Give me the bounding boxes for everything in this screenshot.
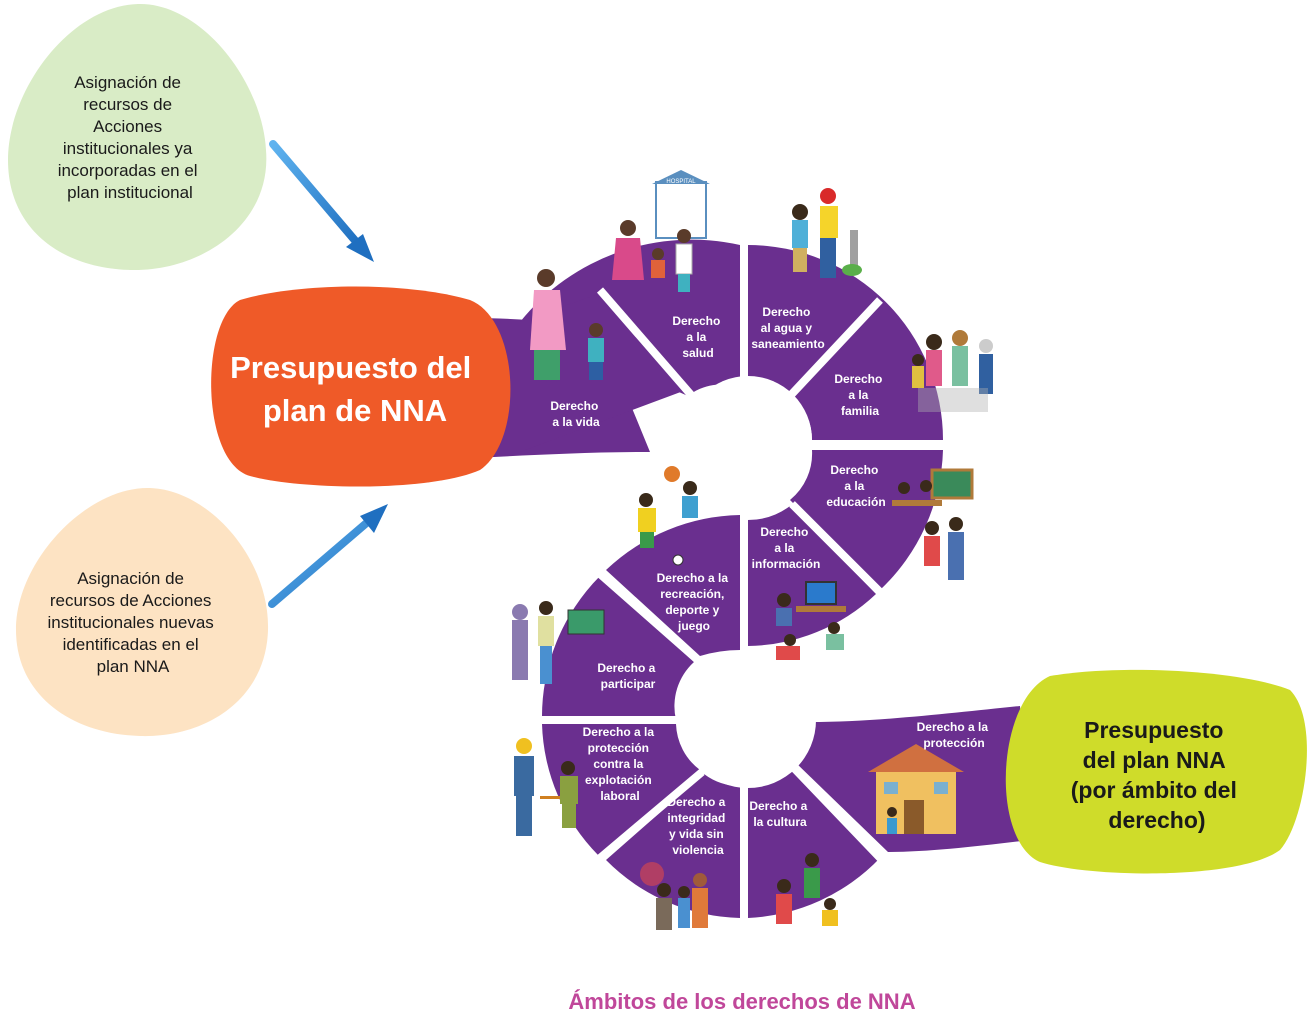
explotacion-l2: protección [588, 741, 649, 755]
bottom-hub [680, 652, 816, 788]
recreacion-l2: recreación, [660, 587, 724, 601]
agua-l2: al agua y [761, 321, 813, 335]
participar-l2: participar [601, 677, 656, 691]
recreacion-l3: deporte y [665, 603, 719, 617]
label-salud: Derecho a la salud [672, 314, 723, 360]
wheel-separators [540, 240, 945, 920]
label-familia: Derecho a la familia [834, 372, 885, 418]
arrow-from-new [268, 504, 388, 608]
svg-text:Presupuesto del plan NNA: Presupuesto del plan NNA (por ámbito del… [1071, 717, 1244, 833]
label-cultura: Derecho a la cultura [749, 799, 810, 829]
existing-line-4: institucionales ya [63, 139, 193, 158]
diagram-caption: Ámbitos de los derechos de NNA [568, 989, 915, 1014]
arrow-from-existing [269, 140, 374, 262]
new-line-1: Asignación de [77, 569, 184, 588]
existing-line-2: recursos de [83, 95, 172, 114]
participation-illustration [512, 601, 605, 684]
agua-l1: Derecho [762, 305, 810, 319]
new-line-5: plan NNA [97, 657, 170, 676]
explotacion-l5: laboral [600, 789, 639, 803]
mother-child-illustration [530, 269, 604, 380]
violence-illustration [640, 862, 708, 930]
vida-l1: Derecho [550, 399, 598, 413]
new-line-2: recursos de Acciones [50, 591, 212, 610]
existing-line-3: Acciones [93, 117, 162, 136]
integridad-l1: Derecho a [667, 795, 725, 809]
vida-l2: a la vida [552, 415, 600, 429]
label-recreacion: Derecho a la recreación, deporte y juego [657, 571, 732, 633]
explotacion-l4: explotación [585, 773, 652, 787]
top-hub [684, 376, 812, 504]
budget-output-l4: derecho) [1108, 807, 1205, 833]
proteccion-l2: protección [923, 736, 984, 750]
hospital-illustration: HOSPITAL [612, 170, 710, 292]
salud-l2: a la [686, 330, 706, 344]
label-vida: Derecho a la vida [550, 399, 601, 429]
participar-l1: Derecho a [597, 661, 655, 675]
label-explotacion: Derecho a la protección contra la explot… [583, 725, 658, 803]
culture-illustration [776, 853, 838, 926]
budget-input-l1: Presupuesto del [230, 350, 471, 385]
budget-output-l2: del plan NNA [1083, 747, 1226, 773]
educacion-l3: educación [826, 495, 885, 509]
label-agua: Derecho al agua y saneamiento [751, 305, 824, 351]
label-proteccion: Derecho a la protección [917, 720, 992, 750]
cultura-l1: Derecho a [749, 799, 807, 813]
new-resources-blob: Asignación de recursos de Acciones insti… [16, 487, 269, 737]
water-illustration [792, 188, 862, 278]
salud-l1: Derecho [672, 314, 720, 328]
new-line-3: institucionales nuevas [47, 613, 213, 632]
informacion-l3: información [752, 557, 821, 571]
rights-labels: Derecho a la vida Derecho a la salud Der… [550, 305, 992, 857]
label-integridad: Derecho a integridad y vida sin violenci… [667, 795, 728, 857]
existing-resources-blob: Asignación de recursos de Acciones insti… [8, 3, 267, 271]
budget-input-l2: plan de NNA [263, 393, 447, 428]
label-educacion: Derecho a la educación [826, 463, 885, 509]
child-labor-illustration [514, 738, 578, 836]
proteccion-l1: Derecho a la [917, 720, 989, 734]
hospital-sign: HOSPITAL [666, 179, 696, 185]
recreacion-l4: juego [677, 619, 710, 633]
educacion-l2: a la [844, 479, 864, 493]
explotacion-l3: contra la [593, 757, 643, 771]
integridad-l4: violencia [672, 843, 724, 857]
existing-line-6: plan institucional [67, 183, 193, 202]
informacion-l2: a la [774, 541, 794, 555]
house-illustration [868, 744, 964, 834]
budget-output-l3: (por ámbito del [1071, 777, 1237, 803]
familia-l2: a la [848, 388, 868, 402]
family-illustration [912, 330, 993, 412]
educacion-l1: Derecho [830, 463, 878, 477]
recreacion-l1: Derecho a la [657, 571, 729, 585]
salud-l3: salud [682, 346, 713, 360]
label-participar: Derecho a participar [597, 661, 658, 691]
svg-text:Asignación de recursos d: Asignación de recursos de Acciones insti… [47, 569, 218, 676]
svg-text:Asignación de recursos d: Asignación de recursos de Acciones insti… [58, 73, 203, 202]
explotacion-l1: Derecho a la [583, 725, 655, 739]
svg-text:Presupuesto del plan de: Presupuesto del plan de NNA [230, 350, 480, 428]
computer-illustration [776, 581, 846, 660]
new-line-4: identificadas en el [63, 635, 199, 654]
familia-l3: familia [841, 404, 879, 418]
budget-output-blob: Presupuesto del plan NNA (por ámbito del… [1005, 669, 1307, 874]
existing-line-5: incorporadas en el [58, 161, 198, 180]
budget-output-l1: Presupuesto [1084, 717, 1223, 743]
sports-illustration [638, 466, 698, 566]
integridad-l3: y vida sin [669, 827, 724, 841]
label-informacion: Derecho a la información [752, 525, 821, 571]
cultura-l2: la cultura [753, 815, 807, 829]
budget-input-blob: Presupuesto del plan de NNA [211, 286, 511, 487]
existing-line-1: Asignación de [74, 73, 181, 92]
familia-l1: Derecho [834, 372, 882, 386]
informacion-l1: Derecho [760, 525, 808, 539]
agua-l3: saneamiento [751, 337, 824, 351]
integridad-l2: integridad [667, 811, 725, 825]
school-illustration [892, 468, 974, 580]
